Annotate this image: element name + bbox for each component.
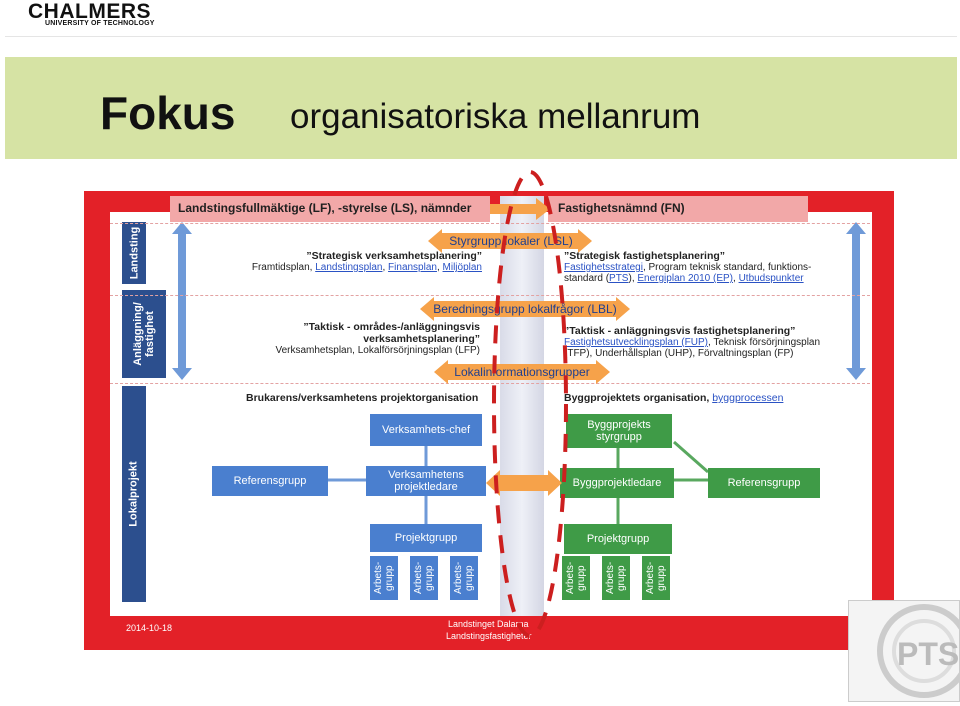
right-strategy-title: ”Strategisk fastighetsplanering” [564, 250, 726, 262]
link-landstingsplan[interactable]: Landstingsplan [315, 262, 383, 273]
lane-landsting: Landsting [122, 222, 146, 284]
lane-lokalprojekt: Lokalprojekt [122, 386, 146, 602]
chalmers-logo-subtitle: UNIVERSITY OF TECHNOLOGY [45, 20, 155, 27]
vertical-arrow-right [846, 222, 866, 380]
verksamhetschef-box: Verksamhets-chef [370, 414, 482, 446]
right-org-header: Byggprojektets organisation, byggprocess… [564, 392, 783, 404]
arrow-lig-label: Lokalinformationsgrupper [454, 365, 590, 379]
arrow-lsl [428, 229, 592, 253]
left-org-header: Brukarens/verksamhetens projektorganisat… [246, 392, 479, 404]
left-tactic: ”Taktisk - områdes-/anläggningsvis verks… [190, 321, 480, 356]
separator-1 [110, 223, 870, 224]
link-miljoplan[interactable]: Miljöplan [442, 262, 482, 273]
left-strategy-prefix: Framtidsplan, [251, 262, 316, 273]
arbetsgrupp-right-3: Arbets-grupp [642, 556, 670, 600]
projektgrupp-left-box: Projektgrupp [370, 524, 482, 552]
referensgrupp-left-box: Referensgrupp [212, 466, 328, 496]
chalmers-logo: CHALMERS [28, 0, 151, 23]
left-strategy: ”Strategisk verksamhetsplanering” Framti… [232, 250, 482, 273]
lane-anlaggning-label: Anläggning/ fastighet [132, 302, 157, 366]
left-strategy-sep-2: , [436, 262, 443, 273]
arrow-lf-fn [490, 198, 550, 220]
pts-logo-text: PTS [897, 636, 959, 672]
top-band-left [170, 196, 490, 222]
right-tactic-line-1: Fastighetsutvecklingsplan (FUP), Teknisk… [564, 337, 854, 348]
separator-2 [110, 295, 870, 296]
referensgrupp-right-box: Referensgrupp [708, 468, 820, 498]
left-strategy-sep-1: , [382, 262, 389, 273]
vertical-arrow-left [172, 222, 192, 380]
arbetsgrupp-left-2: Arbets-grupp [410, 556, 438, 600]
separator-3 [110, 383, 870, 384]
left-strategy-line: Framtidsplan, Landstingsplan, Finansplan… [232, 262, 482, 273]
left-strategy-title: ”Strategisk verksamhetsplanering” [306, 250, 482, 262]
verksamhetens-projektledare-box: Verksamhetens projektledare [366, 466, 486, 496]
right-strategy: ”Strategisk fastighetsplanering” Fastigh… [564, 250, 844, 284]
link-fup[interactable]: Fastighetsutvecklingsplan (FUP) [564, 337, 708, 348]
pts-logo: PTS [848, 600, 960, 702]
link-energiplan[interactable]: Energiplan 2010 (EP) [637, 273, 733, 284]
top-left-label: Landstingsfullmäktige (LF), -styrelse (L… [178, 201, 472, 215]
right-tactic-line-1-rest: , Teknisk försörjningsplan [707, 337, 821, 348]
right-strategy-line-2-mid: ), [628, 273, 638, 284]
right-org-prefix: Byggprojektets organisation, [564, 392, 713, 404]
header-divider [5, 36, 957, 37]
left-tactic-line: Verksamhetsplan, Lokalförsörjningsplan (… [275, 345, 480, 356]
title-band [5, 57, 957, 159]
lane-landsting-label: Landsting [128, 226, 140, 280]
pts-logo-graphic: PTS [877, 604, 960, 698]
right-tactic-title: ”Taktisk - anläggningsvis fastighetsplan… [564, 325, 796, 337]
link-finansplan[interactable]: Finansplan [388, 262, 437, 273]
arrow-lbl-label: Beredningsgrupp lokalfrågor (LBL) [433, 302, 617, 316]
arbetsgrupp-left-1: Arbets-grupp [370, 556, 398, 600]
center-strip [500, 196, 544, 616]
arrow-org-middle [486, 470, 562, 496]
link-fastighetsstrategi[interactable]: Fastighetsstrategi [564, 262, 643, 273]
slide-date: 2014-10-18 [126, 623, 173, 633]
page-title: Fokus [100, 87, 236, 139]
arrow-lbl [420, 297, 630, 321]
byggprojekt-styrgrupp-box: Byggprojekts styrgrupp [566, 414, 672, 448]
dashed-oval-highlight [492, 170, 568, 638]
page-subtitle: organisatoriska mellanrum [290, 97, 701, 136]
left-tactic-title: ”Taktisk - områdes-/anläggningsvis verks… [303, 321, 480, 345]
arbetsgrupp-left-3: Arbets-grupp [450, 556, 478, 600]
top-band-right [548, 196, 808, 222]
diagram-canvas [110, 212, 872, 616]
right-tactic-line-2: (TFP), Underhållsplan (UHP), Förvaltning… [564, 348, 794, 359]
projektgrupp-right-box: Projektgrupp [564, 524, 672, 554]
link-utbudspunkter[interactable]: Utbudspunkter [738, 273, 804, 284]
right-strategy-line-1-rest: , Program teknisk standard, funktions- [642, 262, 812, 273]
lane-anlaggning: Anläggning/ fastighet [122, 290, 166, 378]
top-right-label: Fastighetsnämnd (FN) [558, 201, 685, 215]
right-strategy-line-2-prefix: standard ( [564, 273, 610, 284]
right-tactic: ”Taktisk - anläggningsvis fastighetsplan… [564, 325, 854, 359]
arbetsgrupp-right-2: Arbets-grupp [602, 556, 630, 600]
arrow-lsl-label: Styrgrupp lokaler (LSL) [449, 234, 573, 248]
byggprojektledare-box: Byggprojektledare [560, 468, 674, 498]
right-strategy-line-1: Fastighetsstrategi, Program teknisk stan… [564, 262, 844, 273]
slide-org-2: Landstingsfastigheter [446, 631, 532, 641]
lane-lokalprojekt-label: Lokalprojekt [128, 461, 140, 527]
link-pts[interactable]: PTS [609, 273, 629, 284]
right-strategy-line-2: standard (PTS), Energiplan 2010 (EP), Ut… [564, 273, 844, 284]
link-byggprocessen[interactable]: byggprocessen [712, 392, 784, 404]
slide-org-1: Landstinget Dalarna [448, 619, 529, 629]
right-strategy-line-2-sep: , [733, 273, 739, 284]
